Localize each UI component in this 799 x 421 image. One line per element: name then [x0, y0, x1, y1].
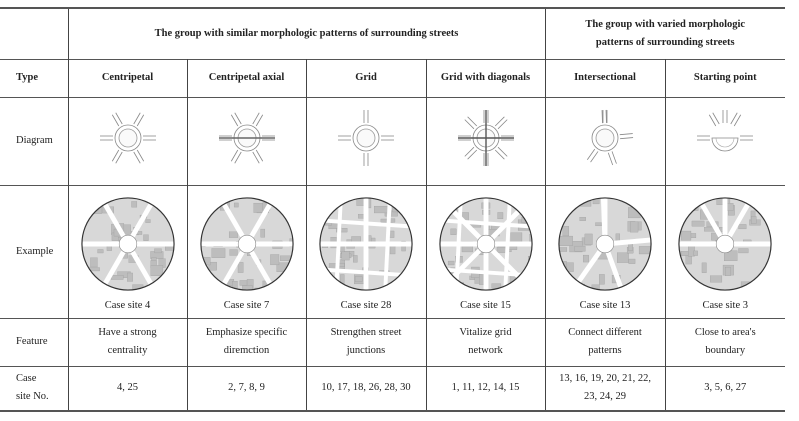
case-site-map: [558, 196, 652, 291]
feature-cell: Have a strong centrality: [67, 318, 187, 366]
feature-cell: Vitalize grid network: [425, 318, 545, 366]
case-sites-cell: 4, 25: [67, 366, 187, 411]
case-site-map: [438, 196, 533, 291]
feature-cell: Strengthen street junctions: [305, 318, 426, 366]
example-caption: Case site 13: [579, 299, 631, 311]
feature-cell: Close to area's boundary: [664, 318, 786, 366]
row-label-example: Example: [16, 245, 54, 257]
centripetal-axial-diagram: [218, 112, 275, 163]
grid-diagonals-diagram: [457, 109, 514, 166]
row-label-case-site: Case site No.: [16, 373, 49, 403]
case-sites-cell: 1, 11, 12, 14, 15: [425, 366, 545, 411]
feature-cell: Connect different patterns: [544, 318, 665, 366]
row-label-feature: Feature: [16, 336, 48, 347]
example-caption: Case site 15: [460, 299, 511, 311]
case-sites-cell: 10, 17, 18, 26, 28, 30: [305, 366, 426, 411]
example-caption: Case site 7: [223, 299, 270, 311]
case-site-map: [199, 196, 294, 291]
case-site-map: [678, 196, 772, 291]
type-grid: Grid: [305, 59, 426, 97]
row-label-type: Type: [16, 72, 38, 83]
morphology-table: The group with similar morphologic patte…: [0, 7, 786, 412]
example-caption: Case site 4: [104, 299, 151, 311]
type-intersectional: Intersectional: [544, 59, 665, 97]
group-varied-header: The group with varied morphologic patter…: [544, 8, 786, 59]
row-label-diagram: Diagram: [16, 135, 53, 146]
feature-cell: Emphasize specific diremction: [186, 318, 306, 366]
corner-cell: [0, 8, 68, 59]
type-grid-diagonals: Grid with diagonals: [425, 59, 545, 97]
example-caption: Case site 3: [702, 299, 749, 311]
case-sites-cell: 3, 5, 6, 27: [664, 366, 786, 411]
example-caption: Case site 28: [340, 299, 392, 311]
type-starting-point: Starting point: [664, 59, 786, 97]
case-site-map: [80, 196, 175, 291]
grid-diagram: [338, 109, 394, 166]
group-similar-header: The group with similar morphologic patte…: [67, 8, 545, 59]
case-sites-cell: 2, 7, 8, 9: [186, 366, 306, 411]
case-site-map: [319, 196, 413, 291]
starting-point-diagram: [697, 109, 754, 151]
centripetal-diagram: [99, 112, 156, 163]
type-centripetal-axial: Centripetal axial: [186, 59, 306, 97]
case-sites-cell: 13, 16, 19, 20, 21, 22, 23, 24, 29: [544, 366, 665, 411]
type-centripetal: Centripetal: [67, 59, 187, 97]
intersectional-diagram: [586, 109, 634, 165]
